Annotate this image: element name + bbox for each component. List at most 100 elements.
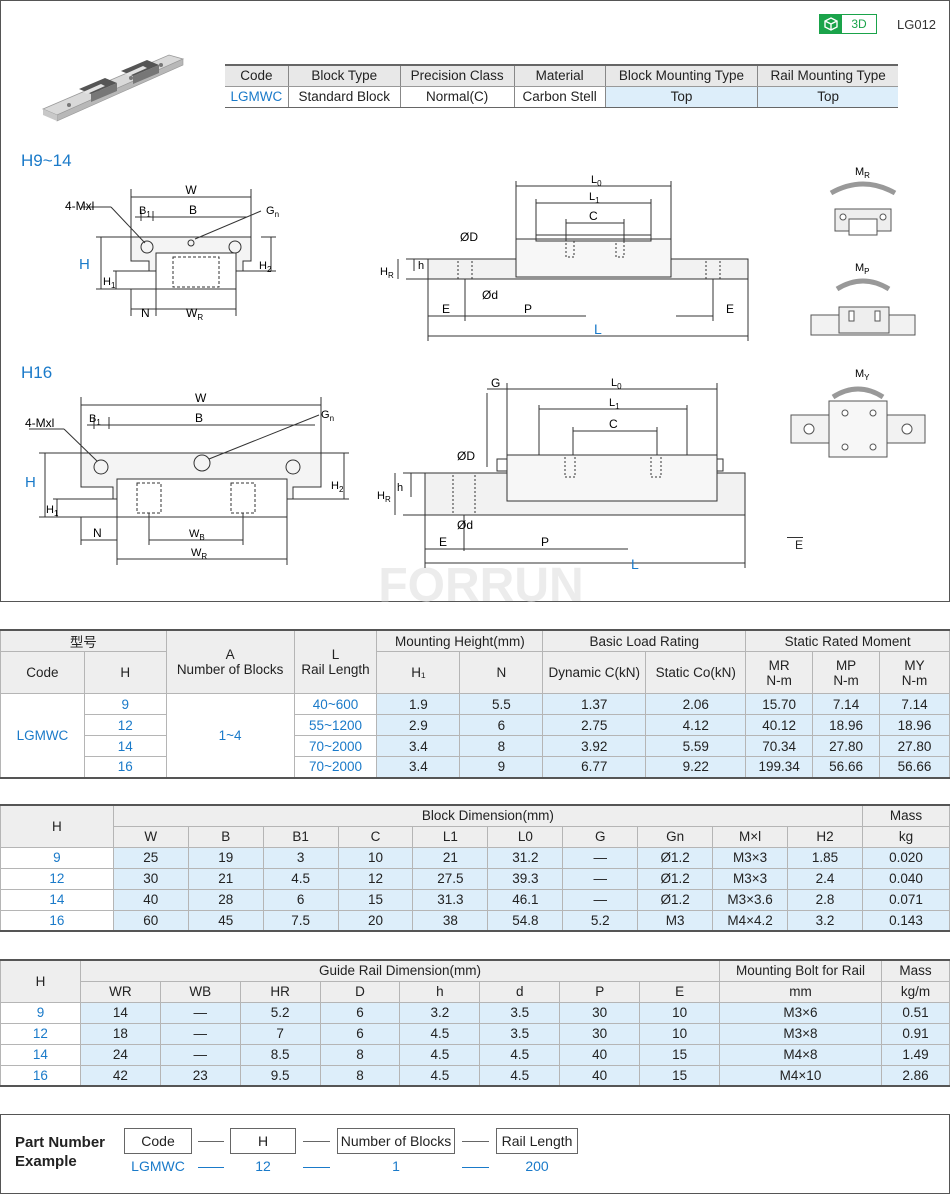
table-cell: 16	[0, 909, 114, 932]
col-header: kg/m	[880, 980, 950, 1003]
table-cell: 2.75	[542, 714, 647, 736]
svg-text:L1: L1	[609, 397, 620, 411]
pn-field-rail-length: Rail Length	[496, 1128, 578, 1154]
col-header: HR	[239, 980, 321, 1003]
table-cell: M4×10	[719, 1064, 882, 1087]
svg-text:WB: WB	[189, 528, 205, 542]
table-row: 16 70~2000 3.4 9 6.77 9.22 199.34 56.66 …	[1, 756, 950, 778]
col-header: C	[337, 825, 414, 848]
table-cell: M3×3	[712, 867, 789, 890]
col-header-mass: Mass	[880, 959, 950, 982]
table-cell: 70.34	[745, 735, 814, 757]
table-cell: 70~2000	[293, 756, 378, 778]
svg-text:FORRUN: FORRUN	[378, 561, 583, 611]
table-cell: M3×8	[719, 1022, 882, 1045]
spec-header: Precision Class	[399, 64, 515, 87]
watermark: FORRUN	[378, 561, 583, 611]
table-cell: 8	[459, 735, 544, 757]
3d-badge[interactable]: 3D	[819, 14, 877, 34]
col-header-h: H	[83, 651, 167, 694]
cube-icon	[820, 15, 842, 33]
table-cell: —	[159, 1022, 241, 1045]
spec-value-row: LGMWC Standard Block Normal(C) Carbon St…	[225, 86, 898, 108]
spec-value: Top	[757, 86, 898, 108]
table-cell: 3.2	[787, 909, 864, 932]
table-cell: 12	[83, 714, 167, 736]
table-cell: 56.66	[812, 756, 881, 778]
table-cell: 21	[187, 867, 264, 890]
col-header-n: N	[459, 651, 544, 694]
table-cell: 5.59	[645, 735, 747, 757]
table-cell: 9.5	[239, 1064, 321, 1087]
table-cell: 28	[187, 888, 264, 911]
table-cell: 2.06	[645, 693, 747, 715]
col-header-h1: H₁	[376, 651, 461, 694]
table-cell: 54.8	[487, 909, 564, 932]
block-dimension-table: H Block Dimension(mm) Mass W B B1 C L1 L…	[0, 804, 950, 932]
table-cell: 38	[412, 909, 489, 932]
svg-text:C: C	[589, 209, 598, 223]
svg-text:N: N	[141, 306, 150, 320]
h16-side-view-diagram: G L0 L1 C ØD Ød HR h E P L	[377, 376, 746, 572]
spec-code-value: LGMWC	[225, 86, 289, 108]
table-cell: 6.77	[542, 756, 647, 778]
table-cell: 31.2	[487, 846, 564, 869]
col-header: P	[559, 980, 641, 1003]
part-number-example: Part Number Example Code H Number of Blo…	[0, 1114, 950, 1194]
table-cell: —	[159, 1001, 241, 1024]
table-cell: 4.5	[399, 1043, 481, 1066]
pn-field-h: H	[230, 1128, 296, 1154]
page-code: LG012	[897, 17, 937, 32]
table-cell: 5.2	[239, 1001, 321, 1024]
table-cell: 15.70	[745, 693, 814, 715]
spec-header: Code	[225, 64, 289, 87]
col-header: L0	[487, 825, 564, 848]
spec-header: Rail Mounting Type	[757, 64, 898, 87]
table-cell: M3×3	[712, 846, 789, 869]
table-cell: 30	[559, 1001, 641, 1024]
col-header: WR	[79, 980, 161, 1003]
svg-text:E: E	[726, 302, 734, 316]
table-cell: 23	[159, 1064, 241, 1087]
table-cell: 18.96	[812, 714, 881, 736]
col-header: M×l	[712, 825, 789, 848]
pn-field-blocks: Number of Blocks	[337, 1128, 455, 1154]
svg-text:Gn: Gn	[266, 205, 279, 219]
moment-mp-diagram: MP	[810, 262, 916, 336]
col-header-rail-dimension: Guide Rail Dimension(mm)	[79, 959, 721, 982]
rail-dimension-table: H Guide Rail Dimension(mm) Mounting Bolt…	[0, 959, 950, 1087]
badge-label: 3D	[851, 17, 867, 31]
product-image	[41, 54, 185, 122]
table-cell: 27.80	[812, 735, 881, 757]
dim-label-e: E	[795, 538, 804, 552]
table-cell: 16	[0, 1064, 81, 1087]
table-cell: 14	[79, 1001, 161, 1024]
svg-text:L: L	[631, 556, 639, 572]
table-cell: 7	[239, 1022, 321, 1045]
svg-text:W: W	[195, 391, 207, 405]
col-header-h: H	[0, 804, 114, 848]
table-cell: 14	[83, 735, 167, 757]
pn-value-rail-length: 200	[525, 1158, 549, 1174]
table-cell: 70~2000	[293, 735, 378, 757]
table-cell: 56.66	[879, 756, 950, 778]
svg-text:H1: H1	[46, 504, 59, 518]
table-cell: M3×6	[719, 1001, 882, 1024]
table-cell: 2.4	[787, 867, 864, 890]
col-header-dynamic: Dynamic C(kN)	[542, 651, 647, 694]
pn-value-code: LGMWC	[131, 1158, 185, 1174]
table-cell: M3×3.6	[712, 888, 789, 911]
table-cell: 2.8	[787, 888, 864, 911]
table-cell: 40	[559, 1043, 641, 1066]
table-cell: 8	[319, 1064, 401, 1087]
svg-text:C: C	[609, 417, 618, 431]
table-cell: 6	[319, 1022, 401, 1045]
col-header-code: Code	[0, 651, 85, 694]
col-header: D	[319, 980, 401, 1003]
svg-text:4-Mxl: 4-Mxl	[65, 199, 94, 213]
